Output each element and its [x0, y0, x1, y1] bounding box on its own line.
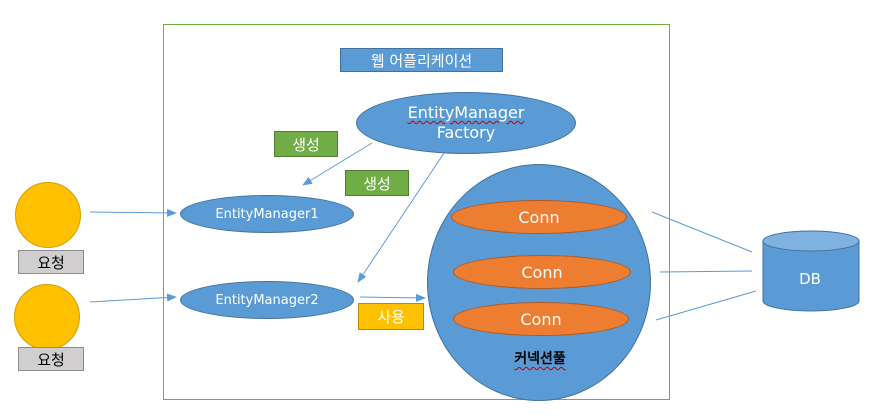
pool-db-line-3 [655, 290, 757, 321]
create-arrow-2 [357, 152, 445, 283]
connection-2-label: Conn [521, 262, 563, 282]
request-label-2: 요청 [18, 347, 84, 371]
entity-manager-1: EntityManager1 [180, 195, 354, 233]
entity-manager-1-label: EntityManager1 [215, 206, 319, 222]
factory-label-line2: Factory [436, 123, 496, 142]
entity-manager-2-label: EntityManager2 [215, 292, 319, 308]
request-arrow-1 [89, 208, 177, 217]
create-label-2: 생성 [345, 170, 409, 196]
create-arrow-1 [302, 142, 373, 186]
connection-2: Conn [453, 255, 631, 289]
create-label-1-text: 생성 [292, 135, 320, 154]
entity-manager-2: EntityManager2 [180, 281, 354, 319]
web-application-frame [163, 24, 670, 400]
use-label: 사용 [358, 303, 424, 330]
use-label-text: 사용 [377, 308, 405, 326]
web-application-title-text: 웹 어플리케이션 [370, 51, 473, 70]
entity-manager-factory: EntityManager Factory [356, 92, 576, 154]
connection-3-label: Conn [520, 309, 562, 329]
request-arrow-2 [89, 293, 177, 303]
create-label-1: 생성 [274, 131, 338, 157]
request-label-2-text: 요청 [37, 350, 65, 369]
database-label: DB [799, 270, 821, 288]
user-face-2 [14, 284, 80, 350]
connection-pool-label: 커넥션풀 [514, 351, 566, 367]
request-label-1: 요청 [18, 250, 84, 274]
use-arrow [359, 293, 426, 302]
web-application-title: 웹 어플리케이션 [340, 48, 503, 72]
user-face-1 [15, 182, 81, 248]
connection-1-label: Conn [518, 207, 560, 227]
factory-label-line1: EntityManager [407, 103, 525, 122]
connection-1: Conn [451, 200, 627, 234]
connection-3: Conn [453, 302, 629, 336]
request-label-1-text: 요청 [37, 253, 65, 272]
database-cylinder-icon [762, 230, 860, 312]
pool-db-line-1 [651, 211, 753, 253]
pool-db-line-2 [659, 270, 753, 273]
create-label-2-text: 생성 [363, 174, 391, 193]
